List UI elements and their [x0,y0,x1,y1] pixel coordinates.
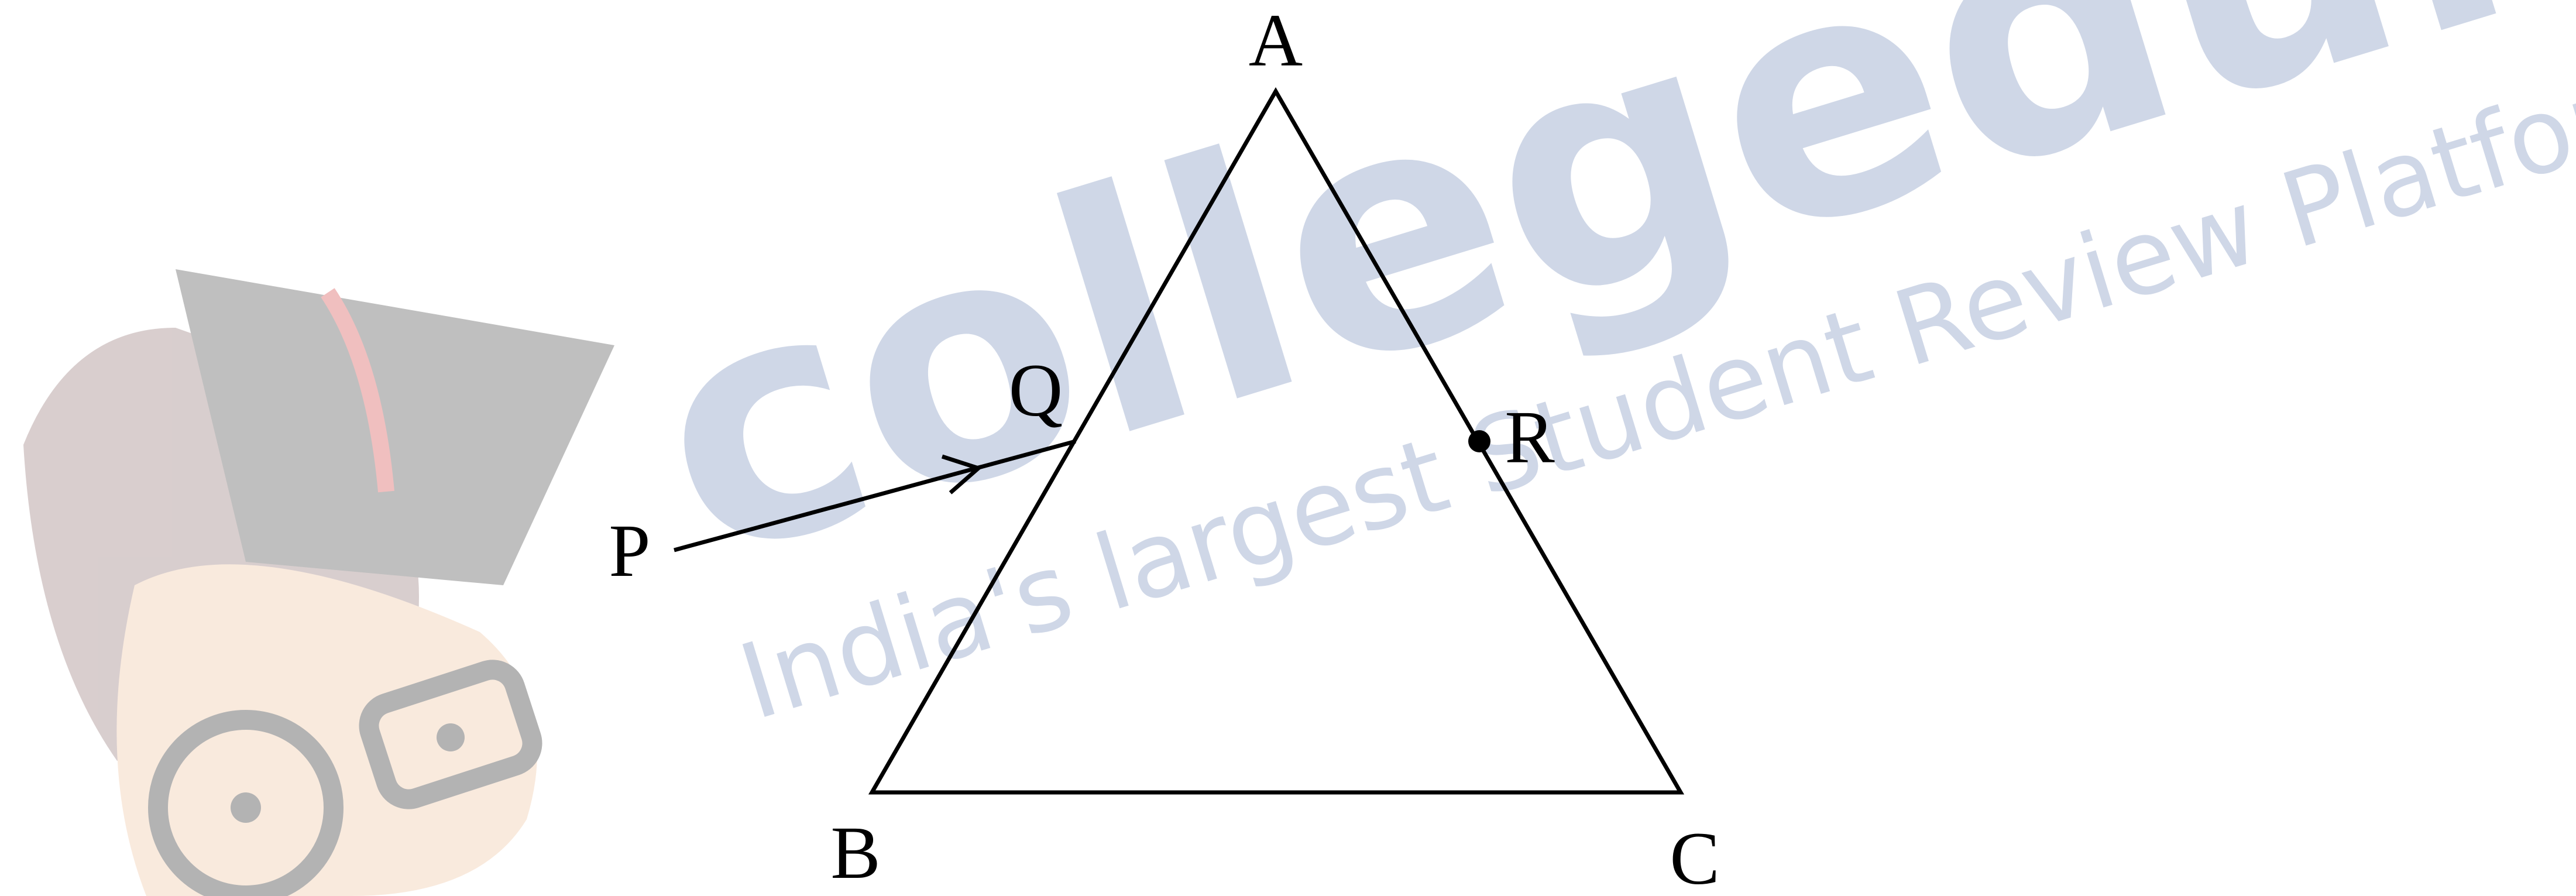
mascot-glasses-right [359,660,542,809]
point-r-dot [1468,430,1490,452]
mascot-tassel [321,288,394,493]
mascot-eye-right [437,723,465,751]
ray-pq-line [674,439,1076,552]
mascot-hair [23,328,419,761]
incident-ray-pq [674,439,1076,552]
mascot-eye-left [231,792,261,823]
vertex-label-c: C [1670,817,1719,896]
mascot-cap [176,269,614,585]
point-label-r: R [1505,396,1555,479]
mascot-face [116,564,537,896]
point-label-p: P [609,509,650,592]
vertex-label-a: A [1249,0,1303,82]
point-label-q: Q [1009,349,1063,432]
vertex-label-b: B [830,811,880,894]
mascot-glasses-left [148,710,344,896]
watermark-brand: collegedunia [613,0,2576,636]
mascot-watermark-icon [23,269,614,896]
ray-arrow-icon [941,454,983,495]
